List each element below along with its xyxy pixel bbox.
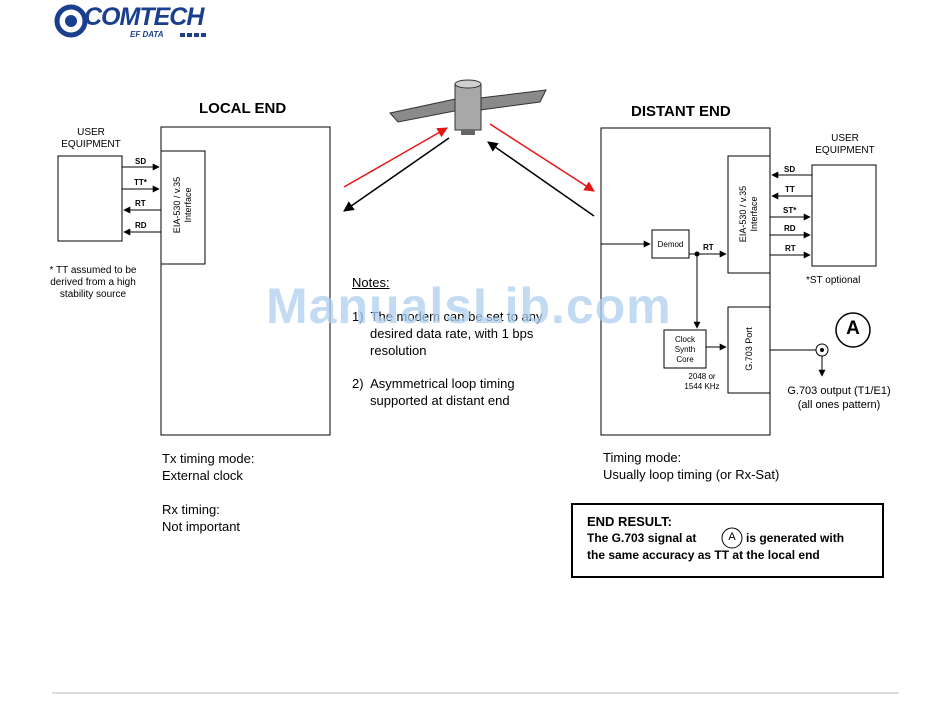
local-user-equipment-box <box>57 155 123 242</box>
tx-timing-label: Tx timing mode: <box>162 451 255 466</box>
distant-interface-box <box>727 155 771 274</box>
g703-output-label: G.703 output (T1/E1) (all ones pattern) <box>787 385 891 411</box>
satellite-icon <box>389 79 547 135</box>
end-result-line1-pre: The G.703 signal at <box>587 531 697 545</box>
distant-end-title: DISTANT END <box>631 103 731 120</box>
downlink-local-arrow <box>343 137 450 212</box>
distant-timing-value: Usually loop timing (or Rx-Sat) <box>603 467 780 482</box>
distant-interface-label: EIA-530 / v.35 Interface <box>738 185 759 243</box>
logo-brand: COMTECH <box>84 3 204 31</box>
end-result-line1-post: is generated with <box>746 531 845 545</box>
uplink-distant-arrow <box>487 141 595 217</box>
downlink-red-arrow <box>489 123 595 192</box>
distant-signal-rd: RD <box>784 224 796 233</box>
local-signal-tt: TT* <box>134 178 147 187</box>
local-interface-label: EIA-530 / v.35 Interface <box>172 176 193 234</box>
clock-synth-box <box>663 329 707 369</box>
local-user-equipment-label: USER EQUIPMENT <box>61 127 121 150</box>
watermark: ManualsLib.com <box>266 278 672 334</box>
note-1: 1) The modem can be set to any desired d… <box>352 309 543 358</box>
result-marker-circle <box>721 527 743 549</box>
local-signal-rt: RT <box>135 199 146 208</box>
marker-a-circle <box>835 312 871 348</box>
distant-signal-tt: TT <box>785 185 795 194</box>
clock-synth-label: Clock Synth Core <box>674 335 696 364</box>
marker-a-label: A <box>846 318 860 339</box>
end-result-line2: the same accuracy as TT at the local end <box>587 548 820 562</box>
end-result-marker: A <box>728 531 736 543</box>
end-result-title: END RESULT: <box>587 514 672 529</box>
local-signal-rd: RD <box>135 221 147 230</box>
demod-label: Demod <box>657 240 684 249</box>
uplink-red-arrow <box>343 127 448 188</box>
note-2: 2) Asymmetrical loop timing supported at… <box>352 376 515 408</box>
distant-modem-box <box>600 127 771 436</box>
st-optional-note: *ST optional <box>806 275 861 286</box>
rx-timing-value: Not important <box>162 519 241 534</box>
company-logo: COMTECH EF DATA <box>54 3 224 41</box>
demod-box <box>651 229 690 259</box>
local-modem-box <box>160 126 331 436</box>
logo-sub: EF DATA <box>130 30 164 39</box>
distant-signal-rt: RT <box>785 244 796 253</box>
local-signal-sd: SD <box>135 157 147 166</box>
end-result-box <box>571 503 884 578</box>
notes-title: Notes: <box>352 275 390 290</box>
distant-user-equipment-label: USER EQUIPMENT <box>815 133 875 156</box>
rx-timing-label: Rx timing: <box>162 502 220 517</box>
demod-rt-label: RT <box>703 243 714 252</box>
local-interface-box <box>160 150 206 265</box>
distant-signal-st: ST* <box>783 206 797 215</box>
clock-frequency-label: 2048 or 1544 KHz <box>684 372 720 391</box>
local-tt-footnote: * TT assumed to be derived from a high s… <box>49 265 137 300</box>
distant-timing-label: Timing mode: <box>603 450 682 465</box>
g703-port-label: G.703 Port <box>744 327 754 371</box>
distant-user-equipment-box <box>811 164 877 267</box>
tx-timing-value: External clock <box>162 468 243 483</box>
bnc-connector-core <box>820 348 824 352</box>
distant-signal-sd: SD <box>784 165 796 174</box>
local-end-title: LOCAL END <box>199 100 287 117</box>
logo-mark <box>54 4 206 38</box>
